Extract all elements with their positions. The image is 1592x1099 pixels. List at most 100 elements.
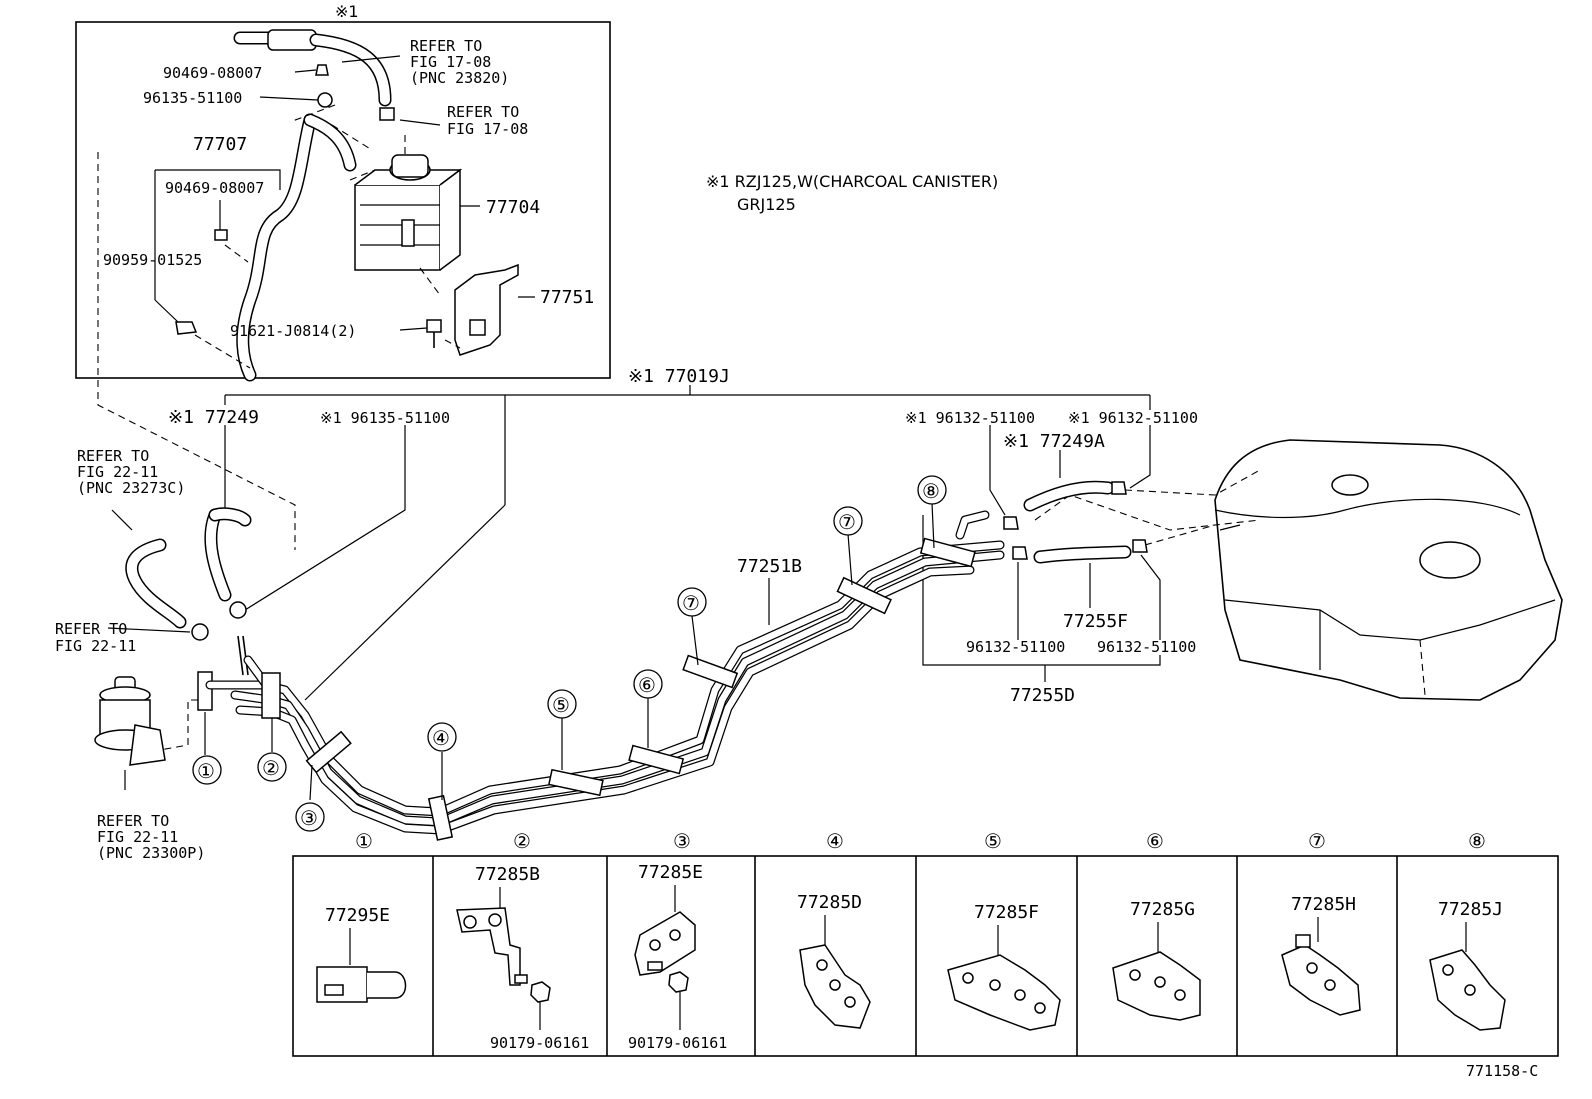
figure-code: 771158-C xyxy=(1466,1062,1538,1080)
clip-96132-b-icon xyxy=(1111,481,1127,495)
refer-2211-c-line1: REFER TO xyxy=(97,812,169,830)
refer-2211-c-line2: FIG 22-11 xyxy=(97,828,178,846)
clip-90469-icon xyxy=(315,64,329,76)
clamp-6-marker xyxy=(628,744,685,775)
clamp-96135-icon xyxy=(317,92,333,108)
label-91621: 91621-J0814(2) xyxy=(230,322,356,340)
table-num-4: ④ xyxy=(826,829,844,853)
table-part-4: 77285D xyxy=(797,892,862,913)
label-90469-a: 90469-08007 xyxy=(163,64,262,82)
refer-2211-b-line2: FIG 22-11 xyxy=(55,637,136,655)
label-96132-b: ※1 96132-51100 xyxy=(1068,409,1198,427)
hose-clip-icon xyxy=(379,107,395,121)
callout-7b: ⑦ xyxy=(838,510,856,534)
label-96132-a: ※1 96132-51100 xyxy=(905,409,1035,427)
note-line2: GRJ125 xyxy=(737,195,796,214)
clip-90469-b-icon xyxy=(214,229,228,241)
clamp-1-position-icon xyxy=(197,671,213,711)
label-77249: ※1 77249 xyxy=(168,407,259,428)
clamp-7a-marker xyxy=(682,654,739,689)
callout-5: ⑤ xyxy=(552,693,570,717)
label-96135: 96135-51100 xyxy=(143,89,242,107)
table-part-5: 77285F xyxy=(974,902,1039,923)
assembly-brackets xyxy=(224,385,1161,701)
table-part-6: 77285G xyxy=(1130,899,1195,920)
refer-2211-a-line3: (PNC 23273C) xyxy=(77,479,185,497)
callout-3: ③ xyxy=(300,806,318,830)
callout-8: ⑧ xyxy=(922,479,940,503)
callout-7a: ⑦ xyxy=(682,591,700,615)
refer-1708-a-line3: (PNC 23820) xyxy=(410,69,509,87)
note-line1: ※1 RZJ125,W(CHARCOAL CANISTER) xyxy=(706,172,998,191)
fuel-pipe-bundle xyxy=(205,510,1005,835)
clip-96132-c-icon xyxy=(1012,546,1028,560)
clamp-77285H-icon xyxy=(1281,934,1361,1016)
fuel-component-icon xyxy=(94,676,166,766)
refer-2211-c-line3: (PNC 23300P) xyxy=(97,844,205,862)
refer-2211-a-line2: FIG 22-11 xyxy=(77,463,158,481)
hose-clamp-left-icon xyxy=(191,623,209,641)
label-77707: 77707 xyxy=(193,134,247,155)
label-77019J: ※1 77019J xyxy=(628,366,730,387)
nut-90179-a-icon xyxy=(530,981,551,1003)
clamp-77285G-icon xyxy=(1112,951,1201,1021)
clamp-77285J-icon xyxy=(1429,949,1506,1031)
label-96132-c: 96132-51100 xyxy=(966,638,1065,656)
clamp-77285E-icon xyxy=(634,911,696,976)
table-part-1: 77295E xyxy=(325,905,390,926)
refer-1708-b-line2: FIG 17-08 xyxy=(447,120,528,138)
table-num-8: ⑧ xyxy=(1468,829,1486,853)
refer-1708-a-line1: REFER TO xyxy=(410,37,482,55)
clamp-table: ① ② ③ ④ ⑤ ⑥ ⑦ ⑧ 77295E 77285B 90179-0616… xyxy=(292,829,1559,1057)
table-num-2: ② xyxy=(513,829,531,853)
callout-2: ② xyxy=(262,756,280,780)
clip-96132-a-icon xyxy=(1003,516,1019,530)
callout-4: ④ xyxy=(432,726,450,750)
label-77751: 77751 xyxy=(540,287,594,308)
table-part-7: 77285H xyxy=(1291,894,1356,915)
clamp-77285F-icon xyxy=(947,954,1061,1031)
table-bolt-2: 90179-06161 xyxy=(490,1034,589,1052)
table-num-6: ⑥ xyxy=(1146,829,1164,853)
table-bolt-3: 90179-06161 xyxy=(628,1034,727,1052)
clamp-5-marker xyxy=(548,768,604,797)
clamp-4-marker xyxy=(427,794,454,841)
refer-1708-a-line2: FIG 17-08 xyxy=(410,53,491,71)
table-part-3: 77285E xyxy=(638,862,703,883)
clamp-2-marker xyxy=(261,672,281,719)
label-96132-d: 96132-51100 xyxy=(1097,638,1196,656)
nut-90179-b-icon xyxy=(668,971,689,993)
refer-1708-b-line1: REFER TO xyxy=(447,103,519,121)
label-90469-b: 90469-08007 xyxy=(165,179,264,197)
table-num-1: ① xyxy=(355,829,373,853)
canister-inset: ※1 xyxy=(75,2,611,382)
table-num-7: ⑦ xyxy=(1308,829,1326,853)
label-77251B: 77251B xyxy=(737,556,802,577)
clip-90959-icon xyxy=(175,321,198,335)
fuel-filter-icon xyxy=(267,29,317,51)
clip-96132-d-icon xyxy=(1132,539,1148,553)
clamp-table-frame xyxy=(292,855,1559,1057)
label-90959: 90959-01525 xyxy=(103,251,202,269)
clamp-96135-main-icon xyxy=(229,601,247,619)
table-num-3: ③ xyxy=(673,829,691,853)
callout-6: ⑥ xyxy=(638,673,656,697)
clamp-7b-marker xyxy=(836,576,892,615)
table-part-2: 77285B xyxy=(475,864,540,885)
clamp-77285D-icon xyxy=(799,944,871,1029)
clamp-77295E-icon xyxy=(316,966,407,1003)
table-part-8: 77285J xyxy=(1438,899,1503,920)
table-num-5: ⑤ xyxy=(984,829,1002,853)
label-96135-main: ※1 96135-51100 xyxy=(320,409,450,427)
inset-mark: ※1 xyxy=(335,2,359,21)
canister-bracket-icon xyxy=(454,263,519,356)
diagram-callouts: ① ② ③ ④ ⑤ ⑥ ⑦ ⑦ ⑧ xyxy=(192,475,947,832)
refer-2211-b-line1: REFER TO xyxy=(55,620,127,638)
label-77255F: 77255F xyxy=(1063,611,1128,632)
charcoal-canister-icon xyxy=(354,154,463,271)
refer-2211-a-line1: REFER TO xyxy=(77,447,149,465)
label-77704: 77704 xyxy=(486,197,540,218)
label-77249A: ※1 77249A xyxy=(1003,431,1105,452)
callout-1: ① xyxy=(197,759,215,783)
